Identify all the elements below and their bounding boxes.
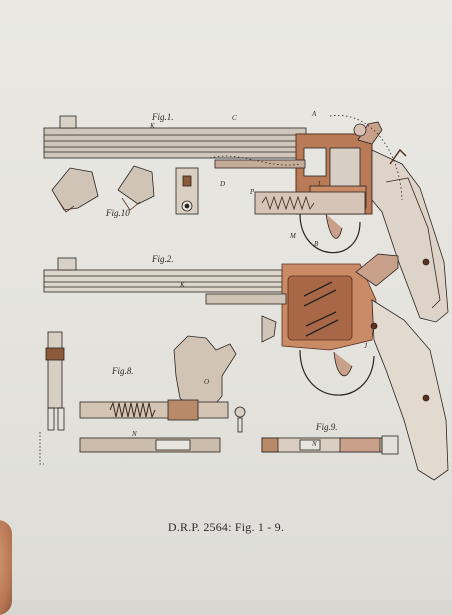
part-label-L: L bbox=[317, 180, 322, 188]
fig1-label: Fig.1. bbox=[151, 112, 174, 122]
fig8-drawing bbox=[79, 335, 246, 453]
fig9-label: Fig.9. bbox=[315, 422, 338, 432]
thumb-in-frame bbox=[0, 520, 12, 615]
part-label-K: K bbox=[149, 122, 155, 130]
patent-drawing-plate: Fig.1. Fig.10 Fig.2. Fig.8. Fig.9. K A C… bbox=[39, 110, 449, 481]
part-label-D: D bbox=[219, 180, 225, 188]
part-label-C: C bbox=[232, 114, 237, 122]
part-label-M: M bbox=[289, 232, 297, 240]
part-label-N1: N bbox=[131, 430, 137, 438]
fig10-drawing bbox=[51, 165, 199, 215]
figure-caption: D.R.P. 2564: Fig. 1 - 9. bbox=[167, 520, 285, 534]
fig8-label: Fig.8. bbox=[111, 366, 134, 376]
part-label-O: O bbox=[204, 378, 209, 386]
ejector-part-drawing bbox=[39, 331, 65, 465]
part-label-N2: N bbox=[311, 440, 317, 448]
fig1-drawing bbox=[43, 115, 449, 323]
part-label-J: J bbox=[364, 342, 368, 350]
fig2-drawing bbox=[43, 253, 449, 481]
fig9-drawing bbox=[261, 435, 399, 455]
fig2-label: Fig.2. bbox=[151, 254, 174, 264]
part-label-P: P bbox=[249, 188, 255, 196]
part-label-A: A bbox=[311, 110, 317, 118]
fig10-label: Fig.10 bbox=[105, 208, 130, 218]
part-label-K2: K bbox=[179, 281, 185, 289]
part-label-B: B bbox=[314, 240, 319, 248]
